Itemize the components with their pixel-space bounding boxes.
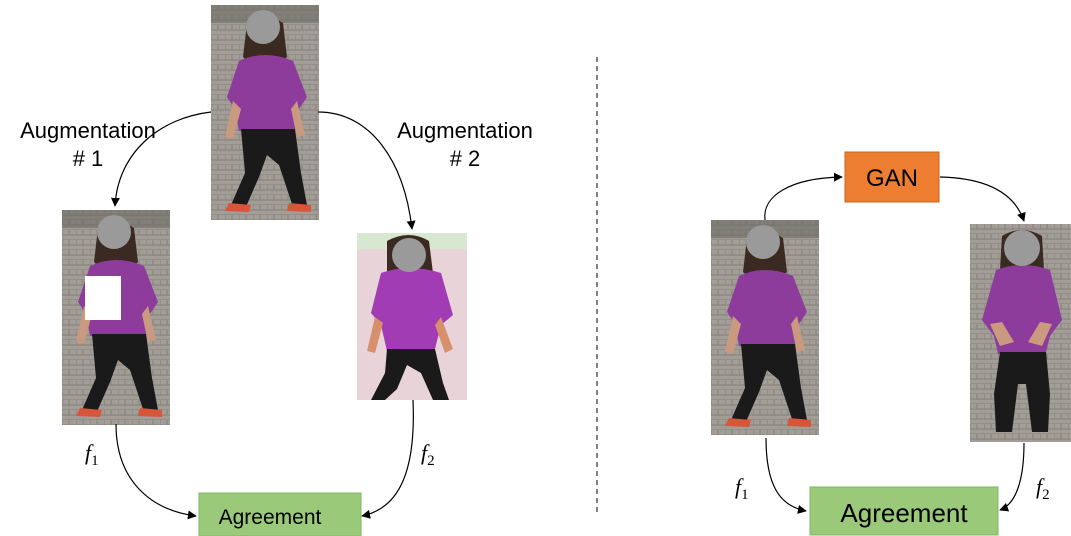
original-image-right — [711, 220, 819, 435]
augmentation-1-number: # 1 — [73, 146, 104, 171]
original-image — [211, 5, 319, 220]
agreement-box-right: Agreement — [809, 486, 999, 536]
augmented-image-2 — [357, 233, 467, 400]
augmentation-2-number: # 2 — [450, 146, 481, 171]
feature-f1-label: f1 — [85, 440, 99, 469]
agreement-label-left: Agreement — [219, 506, 322, 529]
random-erasing-patch — [85, 276, 121, 320]
gan-box: GAN — [844, 151, 940, 203]
arrow-f1-to-agreement-right — [765, 437, 807, 514]
augmentation-2-label: Augmentation — [397, 118, 533, 143]
gan-generated-image — [970, 224, 1071, 442]
f2-base: f — [421, 440, 430, 465]
arrow-augmentation-1 — [110, 111, 212, 207]
feature-f2-label: f2 — [421, 440, 435, 469]
augmented-image-1 — [62, 210, 170, 425]
arrow-gan-to-generated — [939, 176, 1026, 222]
augmentation-1-label: Augmentation — [20, 118, 156, 143]
arrow-f1-to-agreement — [115, 423, 197, 520]
arrow-f2-to-agreement — [361, 399, 414, 519]
f1-base: f — [85, 440, 94, 465]
arrow-to-gan — [764, 172, 843, 221]
f2-base-right: f — [1036, 474, 1045, 499]
f1-subscript: 1 — [91, 453, 99, 469]
f2-subscript: 2 — [427, 453, 435, 469]
feature-f1-label-right: f1 — [735, 474, 749, 503]
arrow-augmentation-2 — [317, 111, 416, 230]
f1-subscript-right: 1 — [741, 487, 749, 503]
f2-subscript-right: 2 — [1042, 487, 1050, 503]
arrow-f2-to-agreement-right — [999, 442, 1025, 512]
feature-f2-label-right: f2 — [1036, 474, 1050, 503]
f1-base-right: f — [735, 474, 744, 499]
gan-label: GAN — [866, 165, 918, 192]
agreement-label-right: Agreement — [840, 498, 968, 528]
agreement-box-left: Agreement — [198, 492, 362, 536]
